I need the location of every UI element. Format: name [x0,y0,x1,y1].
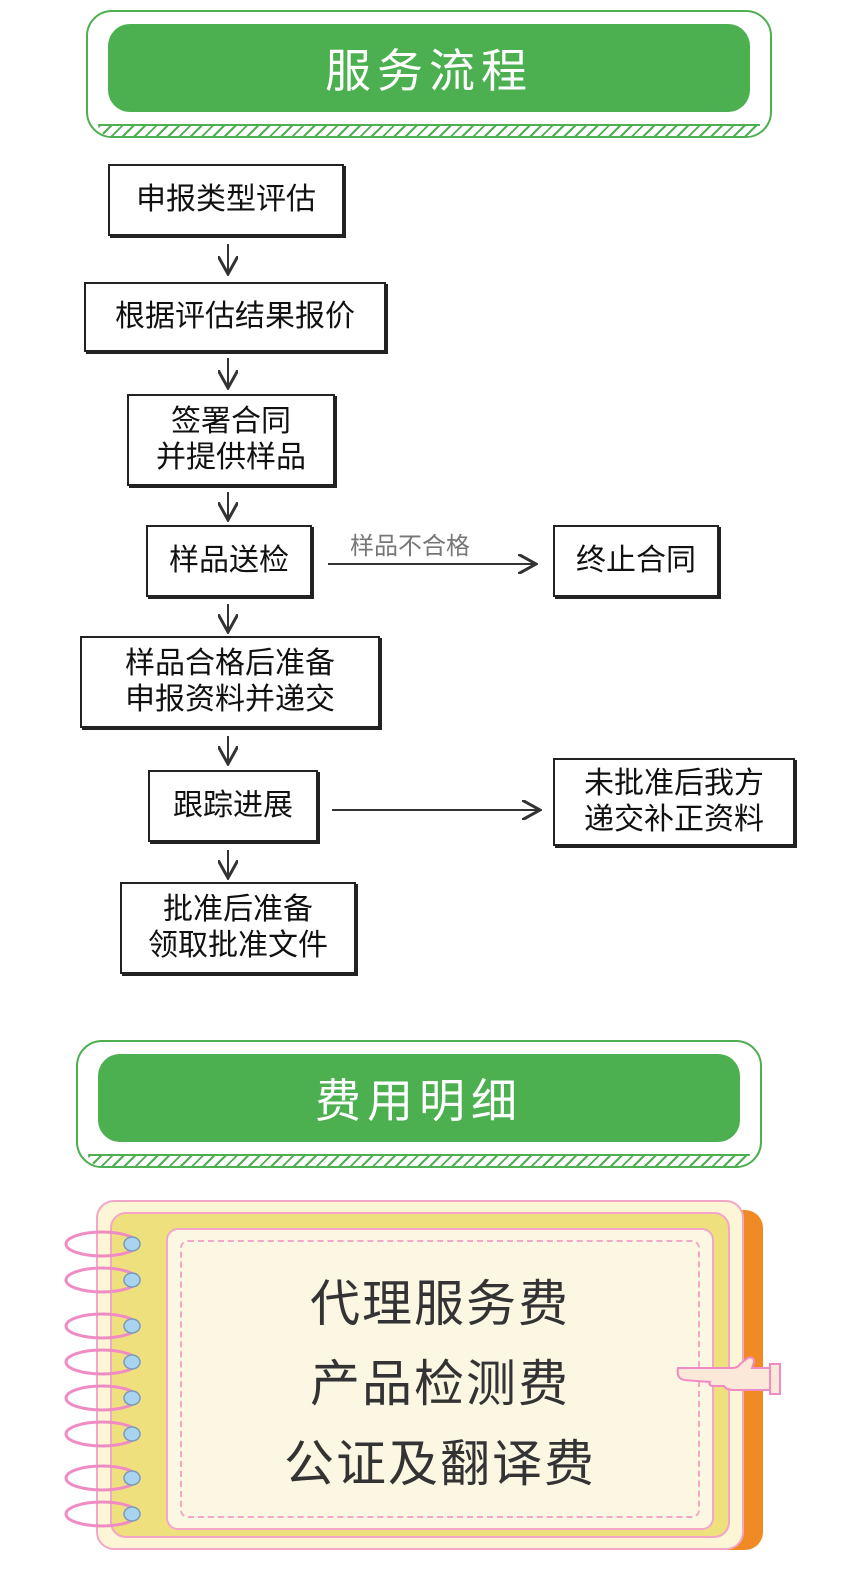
resubmit-line-2: 递交补正资料 [584,802,764,837]
step-2-text: 根据评估结果报价 [115,299,355,334]
notebook-paper [166,1228,714,1530]
terminate-box: 终止合同 [553,525,719,597]
process-banner-hatch [98,124,760,136]
spiral-rings [64,1230,141,1528]
flow-arrows [0,244,867,1000]
terminate-text: 终止合同 [576,543,696,578]
fees-banner-hatch [88,1154,750,1166]
step-6-text: 跟踪进展 [173,788,293,823]
fee-item-1: 代理服务费 [310,1275,570,1333]
step-4-box: 样品送检 [146,525,312,597]
fees-banner: 费用明细 [76,1040,762,1168]
fee-item-3: 公证及翻译费 [284,1435,596,1493]
pointing-hand-icon [676,1356,781,1395]
step-2-box: 根据评估结果报价 [84,282,386,352]
fail-label: 样品不合格 [350,532,470,560]
step-1-box: 申报类型评估 [108,164,344,236]
step-3-line-2: 并提供样品 [156,440,306,475]
step-3-box: 签署合同 并提供样品 [127,394,335,486]
step-1-text: 申报类型评估 [136,182,316,217]
fee-item-2: 产品检测费 [310,1355,570,1413]
step-7-line-2: 领取批准文件 [148,928,328,963]
fees-title: 费用明细 [98,1054,740,1142]
process-banner: 服务流程 [86,10,772,138]
resubmit-box: 未批准后我方 递交补正资料 [553,758,795,846]
step-6-box: 跟踪进展 [148,770,318,842]
step-5-line-2: 申报资料并递交 [125,682,335,717]
step-5-box: 样品合格后准备 申报资料并递交 [80,636,380,728]
step-4-text: 样品送检 [169,543,289,578]
step-5-line-1: 样品合格后准备 [125,646,335,681]
step-3-line-1: 签署合同 [171,404,291,439]
step-7-box: 批准后准备 领取批准文件 [120,882,356,974]
step-7-line-1: 批准后准备 [163,892,313,927]
process-title: 服务流程 [108,24,750,112]
resubmit-line-1: 未批准后我方 [584,766,764,801]
